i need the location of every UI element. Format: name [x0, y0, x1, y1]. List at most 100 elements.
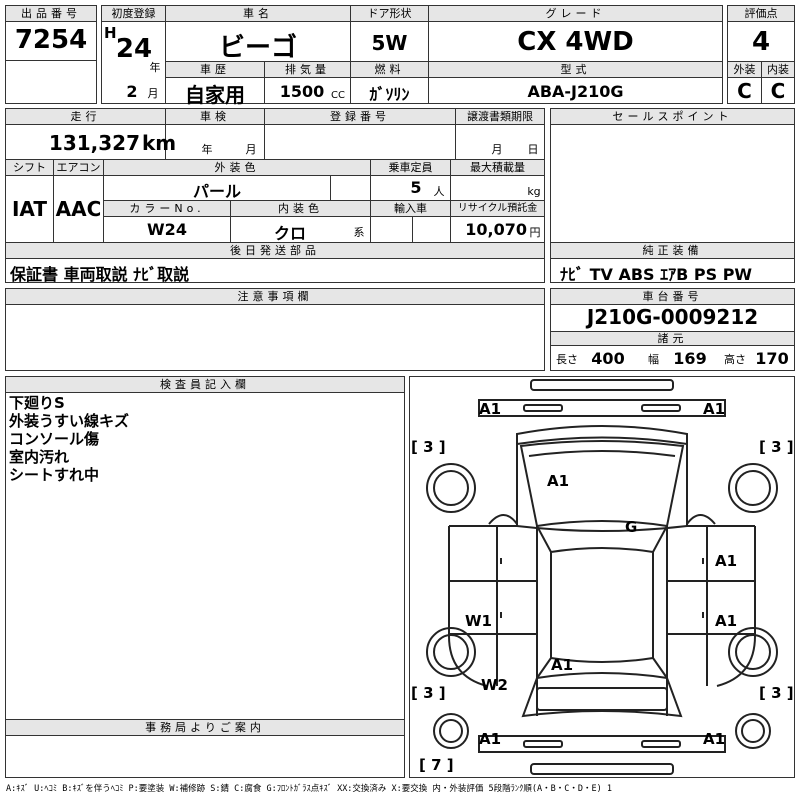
- shift: IAT: [11, 197, 47, 221]
- lot-box: [5, 5, 97, 104]
- width: 169: [673, 349, 707, 368]
- chassis-number: J210G-0009212: [586, 305, 759, 329]
- model: ABA-J210G: [527, 82, 624, 101]
- first-reg-label: 初度登録: [102, 6, 165, 21]
- info-grid: [5, 108, 545, 283]
- car-name: ビーゴ: [218, 33, 297, 63]
- transfer-label: 譲渡書類期限: [456, 109, 544, 124]
- dims-label: 諸元: [551, 332, 794, 345]
- color-no: W24: [147, 220, 187, 239]
- model-label: 型式: [429, 62, 722, 77]
- equipment-box: [550, 242, 795, 283]
- era: H: [104, 24, 117, 42]
- lot-label: 出品番号: [6, 6, 96, 21]
- score-label: 評価点: [728, 6, 794, 21]
- int-color: クロ: [273, 224, 306, 243]
- car-diagram-box: [409, 376, 795, 778]
- length-label: 長さ: [556, 353, 578, 366]
- km-unit: km: [142, 131, 177, 155]
- damage-mark: A1: [479, 400, 501, 418]
- inspector-line: シートすれ中: [9, 466, 100, 484]
- damage-mark: [ 3 ]: [411, 684, 446, 702]
- mileage: 131,327: [48, 131, 140, 155]
- damage-mark: A1: [551, 656, 573, 674]
- chassis-box: [550, 288, 795, 371]
- exterior-grade: C: [737, 79, 752, 103]
- height-label: 高さ: [724, 353, 746, 366]
- displacement-label: 排気量: [265, 62, 350, 77]
- int-color-unit: 系: [353, 226, 365, 239]
- history-label: 車歴: [166, 62, 264, 77]
- main-header-box: [101, 5, 723, 104]
- inspection-year-unit: 年: [201, 143, 213, 156]
- interior-grade: C: [770, 79, 786, 103]
- lot-number: 7254: [14, 25, 88, 55]
- exterior-label: 外装: [728, 62, 761, 77]
- mileage-label: 走行: [6, 109, 165, 124]
- inspector-box: [5, 376, 405, 778]
- damage-mark: G: [625, 518, 637, 536]
- later-parts: 保証書 車両取説 ﾅﾋﾞ取説: [10, 265, 190, 284]
- damage-mark: A1: [547, 472, 569, 490]
- damage-mark: [ 7 ]: [419, 756, 454, 774]
- notes-label: 注意事項欄: [6, 289, 544, 304]
- legend: A:ｷｽﾞ U:ﾍｺﾐ B:ｷｽﾞを伴うﾍｺﾐ P:要塗装 W:補修跡 S:錆 …: [6, 784, 612, 794]
- fuel: ｶﾞｿﾘﾝ: [369, 85, 410, 104]
- capacity: 5: [410, 178, 422, 197]
- recycle-label: リサイクル預託金: [451, 201, 544, 216]
- chassis-label: 車台番号: [551, 289, 794, 304]
- reg-month: 2: [126, 82, 138, 101]
- recycle-unit: 円: [529, 226, 541, 239]
- capacity-unit: 人: [433, 185, 445, 198]
- color-no-label: カラーNo.: [104, 201, 230, 216]
- ext-color-label: 外装色: [104, 160, 370, 175]
- ac-label: エアコン: [54, 160, 103, 175]
- later-parts-label: 後日発送部品: [6, 243, 544, 258]
- recycle-fee: 10,070: [465, 220, 527, 239]
- cc-unit: CC: [331, 90, 345, 101]
- int-color-label: 内装色: [231, 201, 370, 216]
- damage-mark: [ 3 ]: [411, 438, 446, 456]
- displacement: 1500: [279, 82, 325, 101]
- import-label: 輸入車: [371, 201, 450, 216]
- max-load-label: 最大積載量: [451, 160, 544, 175]
- damage-mark: A1: [715, 612, 737, 630]
- ext-color: パール: [192, 182, 241, 201]
- fuel-label: 燃料: [351, 62, 428, 77]
- inspector-line: 下廻りS: [9, 394, 65, 412]
- car-diagram: A1 A1 A1 G A1 W1 A1 A1 W2 A1 A1 [ 3 ] [ …: [411, 379, 794, 775]
- shift-label: シフト: [6, 160, 53, 175]
- damage-mark: A1: [703, 400, 725, 418]
- inspector-label: 検査員記入欄: [6, 377, 404, 392]
- damage-mark: A1: [703, 730, 725, 748]
- max-load-unit: kg: [527, 185, 541, 198]
- score: 4: [751, 27, 771, 57]
- year-unit: 年: [149, 61, 161, 74]
- sales-points-label: セールスポイント: [551, 109, 794, 124]
- inspector-line: コンソール傷: [9, 430, 100, 448]
- month-unit: 月: [147, 87, 159, 100]
- damage-mark: W1: [465, 612, 492, 630]
- grade: CX 4WD: [517, 27, 634, 57]
- inspector-line: 室内汚れ: [9, 448, 70, 466]
- damage-mark: A1: [715, 552, 737, 570]
- office-label: 事務局よりご案内: [6, 720, 404, 735]
- damage-mark: [ 3 ]: [759, 684, 794, 702]
- inspection-month-unit: 月: [245, 143, 257, 156]
- length: 400: [591, 349, 625, 368]
- history: 自家用: [185, 83, 245, 107]
- transfer-day-unit: 日: [527, 143, 539, 156]
- damage-mark: [ 3 ]: [759, 438, 794, 456]
- grade-label: グレード: [429, 6, 722, 21]
- interior-label: 内装: [762, 62, 794, 77]
- ac: AAC: [55, 197, 102, 221]
- capacity-label: 乗車定員: [371, 160, 450, 175]
- inspection-label: 車検: [166, 109, 264, 124]
- width-label: 幅: [648, 353, 659, 366]
- door-label: ドア形状: [351, 6, 428, 21]
- height: 170: [755, 349, 789, 368]
- damage-mark: A1: [479, 730, 501, 748]
- reg-no-label: 登録番号: [265, 109, 455, 124]
- inspector-line: 外装うすい線キズ: [9, 412, 130, 430]
- notes-box: [5, 288, 545, 371]
